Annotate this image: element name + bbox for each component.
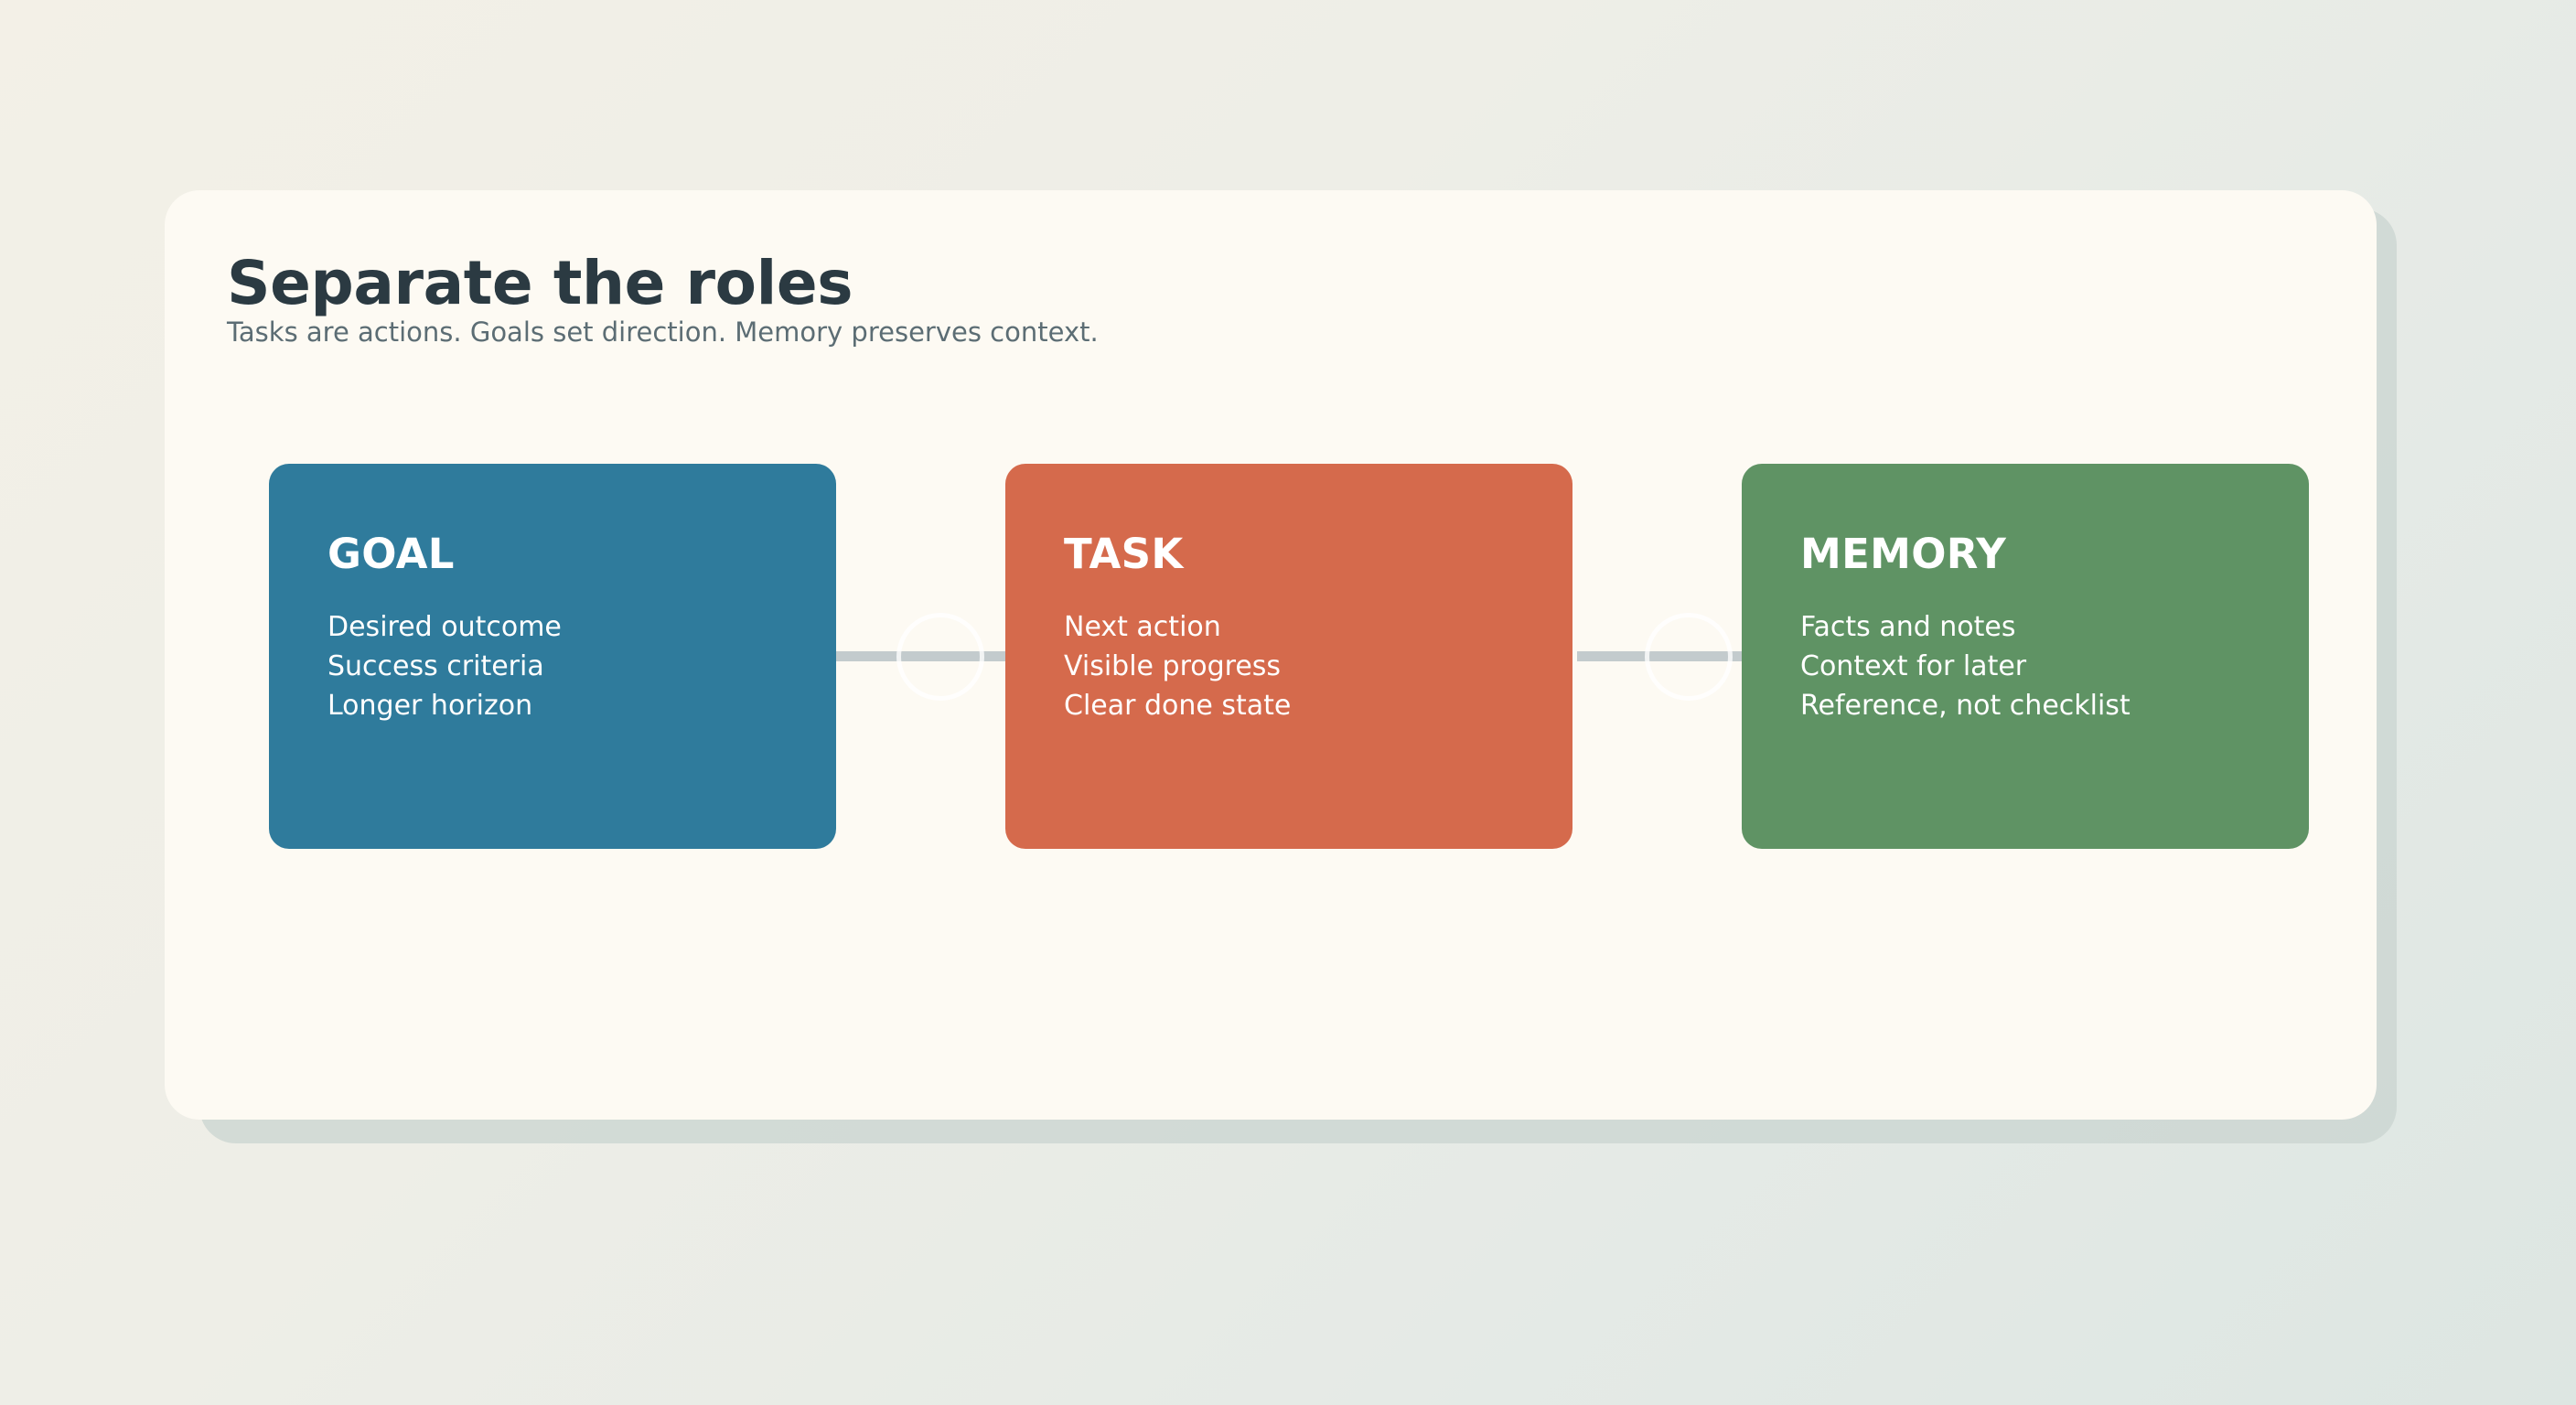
list-item: Reference, not checklist [1800, 690, 2131, 722]
connector-node-ring-icon-1 [896, 613, 984, 701]
role-card-task[interactable]: TASK Next action Visible progress Clear … [1005, 464, 1572, 849]
page-title: Separate the roles [227, 248, 853, 318]
role-card-title-goal: GOAL [327, 530, 455, 578]
list-item: Visible progress [1064, 650, 1282, 682]
list-item: Desired outcome [327, 611, 562, 643]
role-card-list-memory: Facts and notes Context for later Refere… [1800, 607, 2309, 725]
list-item: Next action [1064, 611, 1221, 643]
page-subtitle: Tasks are actions. Goals set direction. … [227, 316, 1099, 348]
list-item: Longer horizon [327, 690, 533, 722]
list-item: Success criteria [327, 650, 544, 682]
connector-node-ring-icon-2 [1645, 613, 1733, 701]
role-card-title-task: TASK [1064, 530, 1184, 578]
heading-block: Separate the roles Tasks are actions. Go… [227, 253, 1873, 346]
list-item: Context for later [1800, 650, 2027, 682]
role-card-list-goal: Desired outcome Success criteria Longer … [327, 607, 836, 725]
role-card-memory[interactable]: MEMORY Facts and notes Context for later… [1742, 464, 2309, 849]
list-item: Clear done state [1064, 690, 1292, 722]
role-card-list-task: Next action Visible progress Clear done … [1064, 607, 1572, 725]
role-card-goal[interactable]: GOAL Desired outcome Success criteria Lo… [269, 464, 836, 849]
role-card-title-memory: MEMORY [1800, 530, 2007, 578]
list-item: Facts and notes [1800, 611, 2016, 643]
role-card-group: GOAL Desired outcome Success criteria Lo… [269, 464, 2309, 849]
